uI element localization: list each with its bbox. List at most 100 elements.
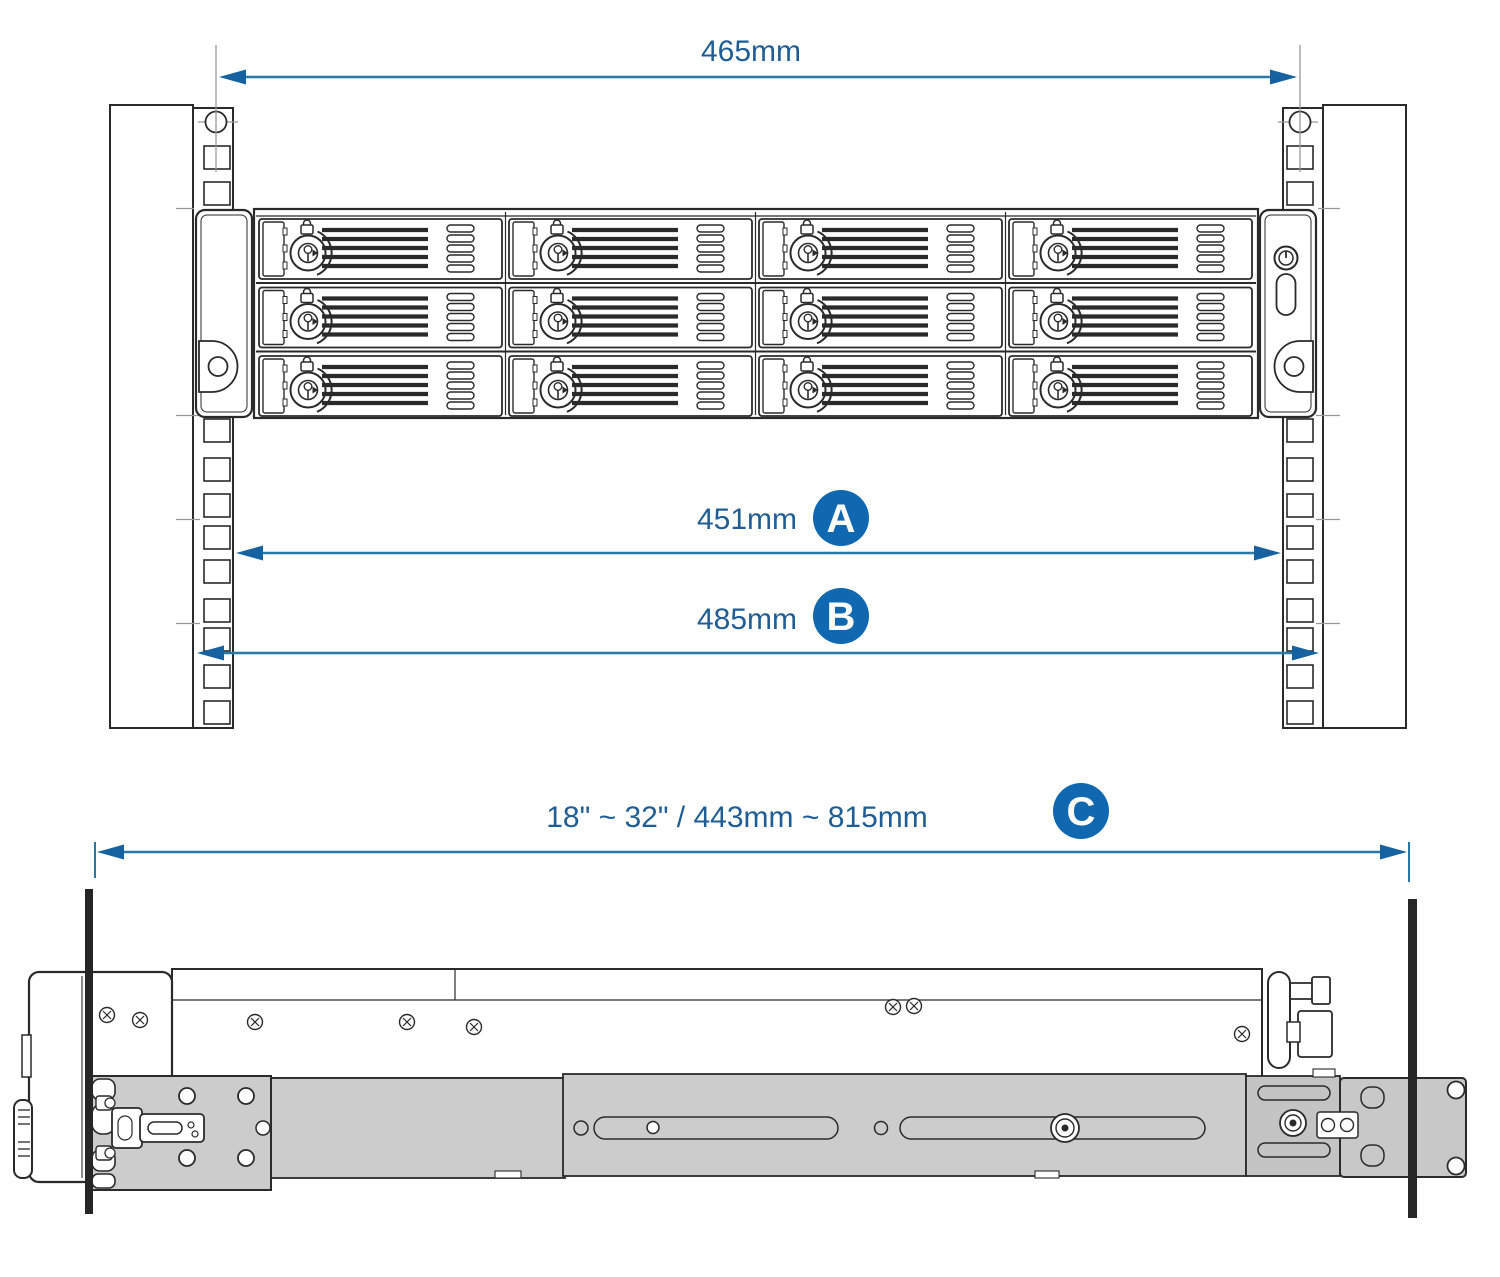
rail-hole	[646, 1120, 660, 1135]
arrow-right-icon	[1270, 69, 1297, 85]
oval-slot	[1360, 1144, 1385, 1167]
latch-block	[1297, 1010, 1333, 1058]
rack-hole	[1286, 700, 1314, 725]
drive-tray	[759, 219, 1002, 279]
badge-letter: A	[827, 497, 856, 541]
badge-b: B	[813, 588, 869, 644]
bracket-hole	[178, 1087, 196, 1105]
rack-post-left-panel	[109, 104, 194, 729]
screw-icon	[465, 1018, 483, 1036]
badge-letter: B	[827, 595, 856, 639]
badge-circle	[813, 588, 869, 644]
rack-hole	[203, 559, 231, 584]
arrow-left-icon	[197, 645, 224, 661]
dimension-label: 485mm	[697, 603, 797, 636]
arrow-left-icon	[97, 844, 124, 860]
rack-hole	[203, 418, 231, 443]
slide-slot	[593, 1116, 839, 1140]
rail-hole	[873, 1120, 889, 1136]
dimension-c: 18" ~ 32" / 443mm ~ 815mm C	[94, 783, 1410, 882]
drive-tray	[509, 288, 752, 348]
rack-post-right-panel	[1322, 104, 1407, 729]
rear-latch-assembly	[1233, 971, 1333, 1069]
rack-hole	[203, 664, 231, 689]
rack-hole	[203, 181, 231, 206]
plate-hole	[1320, 1117, 1336, 1133]
drive-tray	[1009, 356, 1252, 416]
drive-tray	[259, 219, 502, 279]
latch-slot	[1286, 1021, 1301, 1043]
left-mounting-ear	[194, 208, 254, 419]
rack-hole	[203, 525, 231, 550]
bracket-tab	[91, 1173, 116, 1189]
drive-tray	[759, 356, 1002, 416]
rail-assembly	[91, 1068, 1467, 1191]
ear-inner-line	[200, 214, 248, 413]
bezel-handle	[13, 1099, 33, 1179]
screw-icon	[905, 997, 923, 1015]
badge-circle	[1053, 783, 1109, 839]
power-button-icon	[1273, 245, 1299, 271]
front-view-diagram: 465mm 451mm A 485mm B	[109, 35, 1407, 729]
drive-tray	[259, 288, 502, 348]
rack-hole	[1286, 559, 1314, 584]
arrow-right-icon	[1292, 645, 1319, 661]
dimension-label: 451mm	[697, 503, 797, 536]
rack-hole	[1286, 418, 1314, 443]
rack-post-front-line	[85, 889, 93, 1214]
rail-tab	[1312, 1068, 1336, 1078]
bracket-hole	[1446, 1080, 1466, 1100]
rail-hole	[573, 1120, 589, 1136]
screw-hole	[1283, 356, 1305, 377]
rack-hole	[1286, 457, 1314, 482]
slide-slot	[1257, 1085, 1331, 1101]
rack-hole	[203, 700, 231, 725]
bracket-hole	[178, 1149, 196, 1167]
rack-hole	[1286, 664, 1314, 689]
rivet	[1061, 1124, 1069, 1132]
handle-grip-lines	[18, 1109, 30, 1157]
screw-hole	[207, 356, 229, 377]
bracket-hole	[255, 1120, 271, 1136]
panel-inner-line	[1264, 214, 1312, 413]
dimension-label: 18" ~ 32" / 443mm ~ 815mm	[546, 801, 928, 834]
badge-c: C	[1053, 783, 1109, 839]
arrow-left-icon	[236, 545, 263, 561]
rivet	[1055, 1118, 1075, 1138]
power-button-icon	[1278, 250, 1294, 266]
front-latch-mechanism	[95, 1095, 205, 1161]
drive-tray	[259, 356, 502, 416]
screw-icon	[98, 1006, 116, 1024]
rivet	[1284, 1114, 1302, 1132]
drive-tray	[759, 288, 1002, 348]
arrow-right-icon	[1380, 844, 1407, 860]
drive-tray	[509, 356, 752, 416]
outer-rail	[562, 1073, 1247, 1177]
rack-hole	[1286, 493, 1314, 518]
latch-handle	[1267, 971, 1291, 1069]
drive-tray	[1009, 219, 1252, 279]
rack-hole	[203, 145, 231, 170]
rivet	[1289, 1119, 1297, 1127]
rail-overlap-details	[1257, 1080, 1466, 1176]
arrow-left-icon	[219, 69, 246, 85]
slide-slot	[899, 1116, 1206, 1140]
badge-a: A	[813, 490, 869, 546]
badge-letter: C	[1067, 790, 1096, 834]
slide-slot	[1257, 1142, 1331, 1158]
rack-hole	[203, 457, 231, 482]
plate-hole	[1339, 1117, 1355, 1133]
rack-hole	[1286, 181, 1314, 206]
rail-notch	[494, 1170, 522, 1179]
rack-hole	[1286, 627, 1314, 652]
rack-hole	[203, 493, 231, 518]
rack-hole	[1286, 525, 1314, 550]
badge-circle	[813, 490, 869, 546]
rack-hole	[203, 598, 231, 623]
chassis-body	[171, 968, 1263, 1079]
screw-icon	[246, 1013, 264, 1031]
bracket-hole	[1446, 1156, 1466, 1176]
bracket-hole	[237, 1149, 255, 1167]
rail-notch	[1034, 1170, 1060, 1179]
